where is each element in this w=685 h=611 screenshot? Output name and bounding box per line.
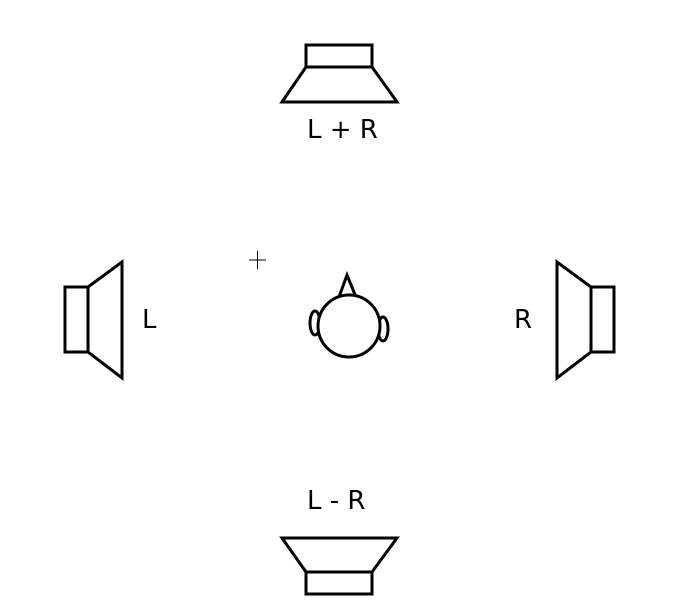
label-bottom-speaker: L - R (307, 486, 366, 516)
listener-head (308, 270, 390, 359)
label-top-speaker: L + R (307, 115, 378, 145)
label-left-speaker: L (142, 305, 157, 335)
speaker-left-magnet (63, 285, 90, 354)
speaker-left (63, 259, 124, 382)
listener-face (316, 293, 382, 359)
speaker-right-magnet (589, 285, 616, 354)
speaker-right-cone (555, 259, 593, 382)
speaker-top-magnet (304, 43, 374, 69)
speaker-left-cone (86, 259, 124, 382)
speaker-right (555, 259, 616, 382)
speaker-bottom-cone (279, 536, 400, 574)
crosshair-cursor-icon (249, 251, 266, 269)
label-right-speaker: R (514, 305, 533, 335)
speaker-top-cone (279, 65, 400, 104)
speaker-top (279, 43, 400, 104)
speaker-bottom-magnet (304, 570, 374, 596)
speaker-bottom (279, 536, 400, 596)
